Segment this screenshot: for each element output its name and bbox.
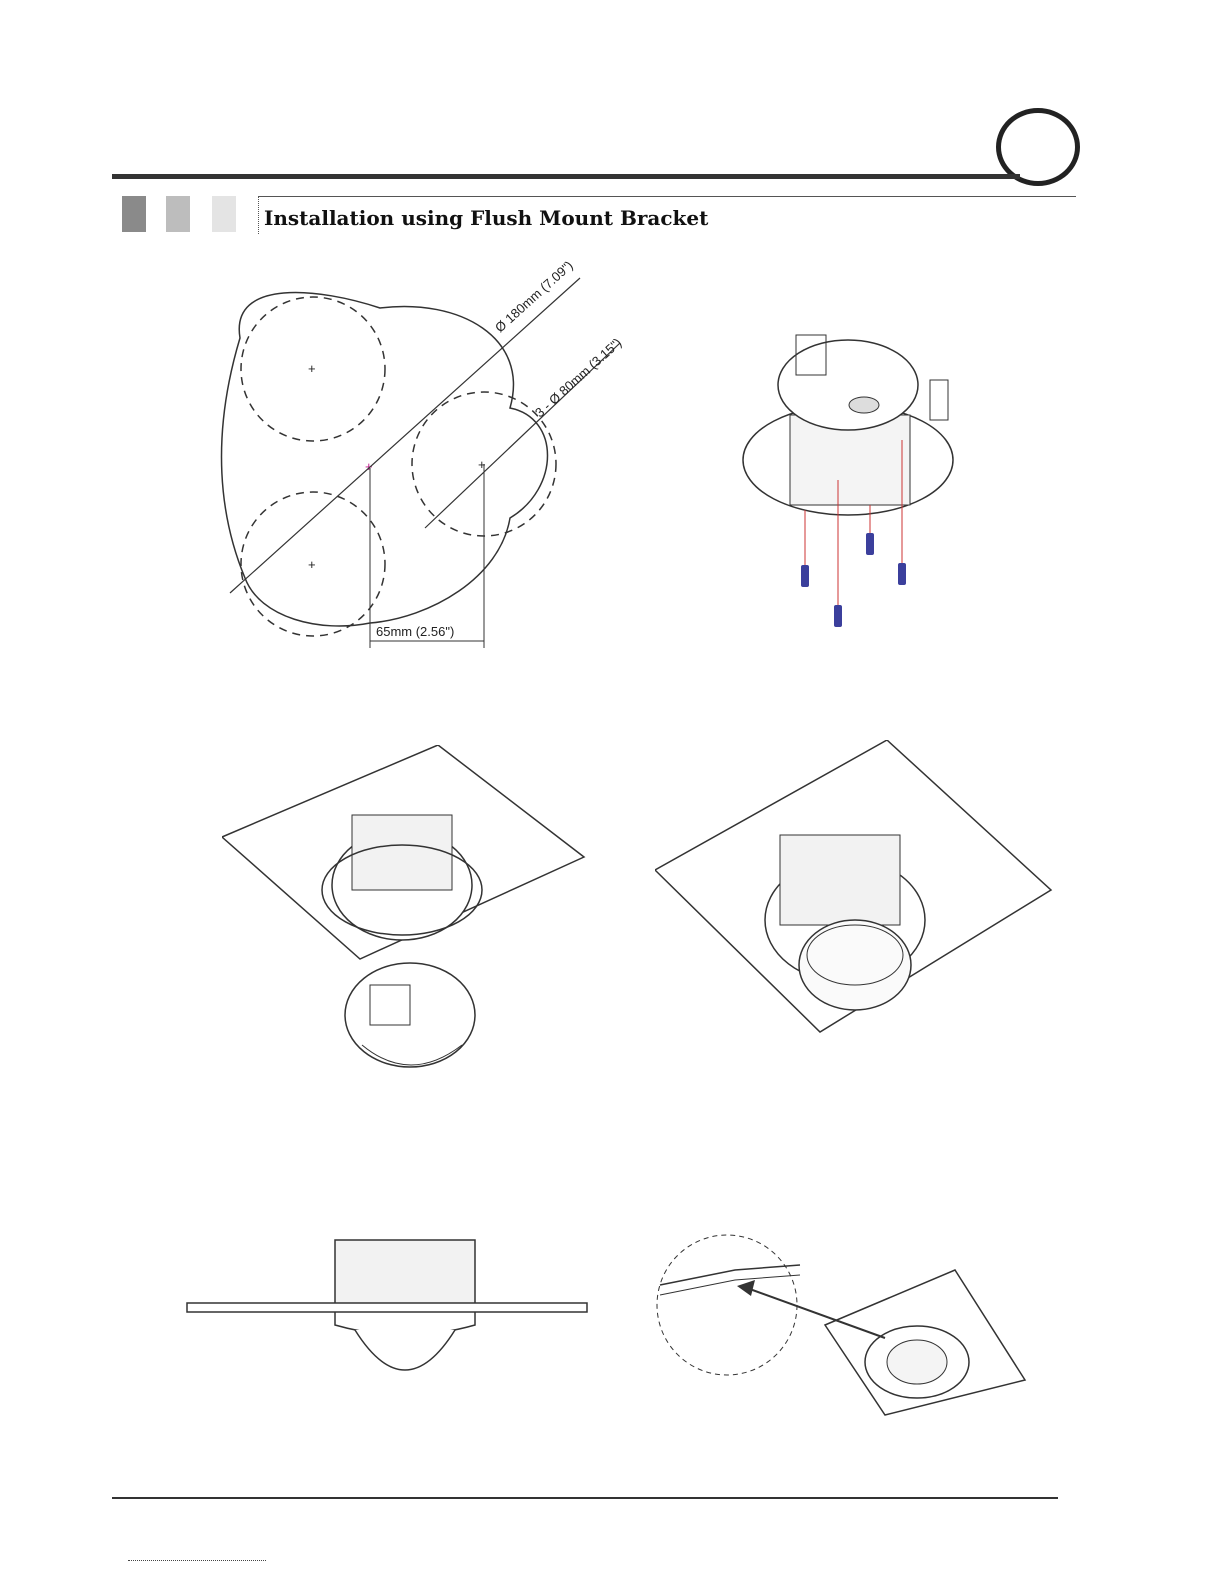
section-swatch-mid — [166, 196, 190, 232]
hole-template-diagram: + + + + Ø 180mm (7.09") 3 - Ø 80mm (3.15… — [200, 258, 640, 658]
svg-text:+: + — [365, 459, 373, 474]
svg-text:+: + — [308, 361, 316, 376]
offset-label: 65mm (2.56") — [376, 624, 454, 639]
section-divider — [258, 196, 259, 234]
detail-view-diagram — [655, 1210, 1035, 1420]
ceiling-attach-diagram — [222, 745, 592, 1075]
footer-dotted-line — [128, 1560, 266, 1561]
section-swatch-light — [212, 196, 236, 232]
footer-rule — [112, 1497, 1058, 1499]
svg-text:+: + — [308, 557, 316, 572]
header-rule — [112, 174, 1020, 179]
hole-diameter-label: 3 - Ø 80mm (3.15") — [532, 335, 624, 420]
side-view-diagram — [185, 1235, 590, 1385]
section-title: Installation using Flush Mount Bracket — [264, 206, 708, 230]
outer-diameter-label: Ø 180mm (7.09") — [492, 258, 576, 335]
ceiling-installed-diagram — [655, 740, 1055, 1040]
section-rule — [258, 196, 1076, 197]
bracket-screws-diagram — [730, 320, 980, 640]
section-swatch-dark — [122, 196, 146, 232]
